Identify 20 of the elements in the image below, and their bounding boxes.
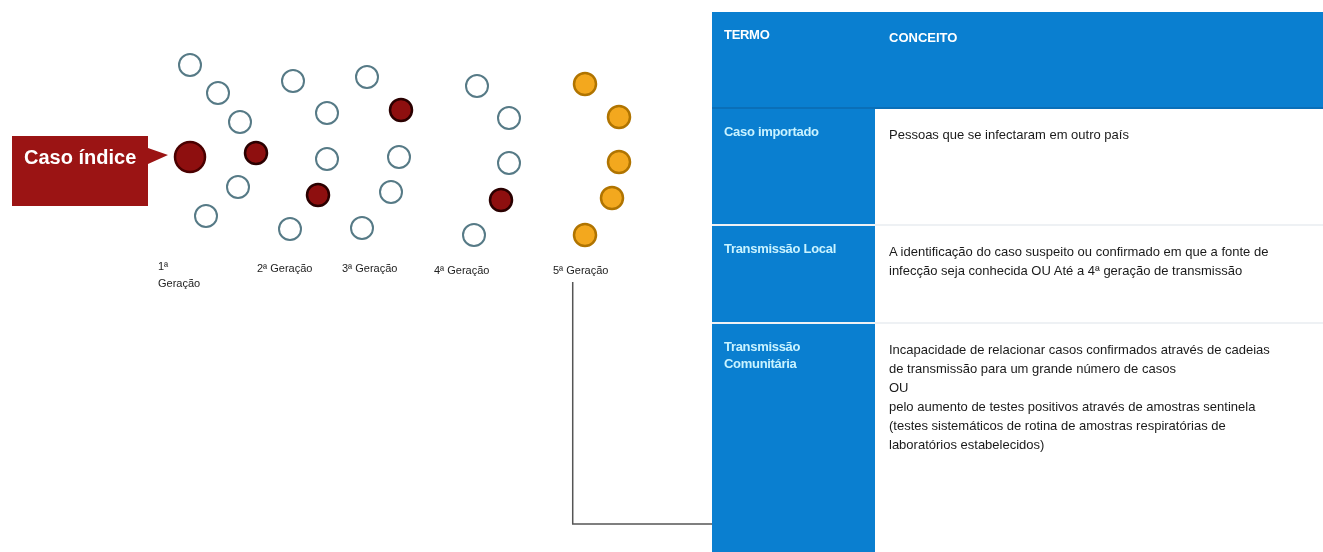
table-row: [712, 109, 1323, 226]
generation-label: 1ª Geração: [158, 259, 202, 291]
callout-text: Caso índice: [24, 145, 138, 170]
generation-label: 5ª Geração: [553, 264, 609, 276]
table-row: [712, 226, 1323, 324]
definition-text: pelo aumento de testes positivos através de amostras sentinela (testes sistemáticos de rotina de amostras respiratórias de laboratórios estabelecidos): [889, 398, 1257, 454]
generation-label: 2ª Geração: [257, 262, 313, 274]
column-header: CONCEITO: [889, 30, 958, 45]
definition-text: Pessoas que se infectaram em outro país: [889, 126, 1130, 144]
term-cell: Transmissão Local: [712, 226, 875, 322]
definition-text: A identificação do caso suspeito ou confirmado em que a fonte de infecção seja conhecida OU Até a 4ª geração de transmissão: [889, 243, 1270, 280]
term-cell: Caso importado: [712, 109, 875, 224]
term-cell: Transmissão Comunitária: [712, 324, 875, 552]
definition-text: Incapacidade de relacionar casos confirmados através de cadeias de transmissão para um grande número de casos: [889, 341, 1271, 378]
table-header-row: [712, 12, 1323, 109]
generation-label: 4ª Geração: [434, 264, 490, 276]
generation-label: 3ª Geração: [342, 262, 398, 274]
connector-line: [571, 281, 713, 525]
definition-text: OU: [889, 379, 910, 397]
callout-box: [12, 136, 168, 206]
